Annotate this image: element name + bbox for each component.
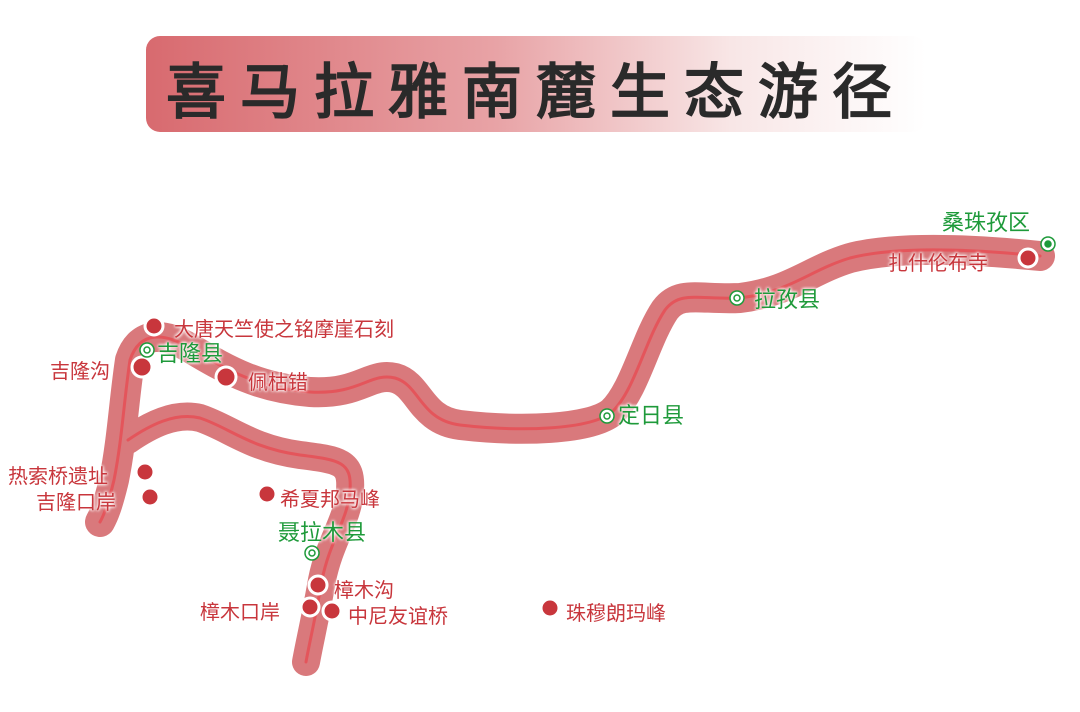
poi-peiku-lake: 佩枯错: [248, 370, 308, 394]
poi-marker: [214, 365, 238, 389]
poi-resuo-bridge: 热索桥遗址: [8, 464, 108, 488]
poi-tashilhunpo: 扎什伦布寺: [888, 251, 988, 275]
county-lazi: 拉孜县: [754, 288, 821, 313]
poi-marker: [321, 600, 343, 622]
map-title: 喜马拉雅南麓生态游径: [166, 58, 906, 128]
poi-friendship-bridge: 中尼友谊桥: [348, 604, 448, 628]
poi-marker: [143, 315, 165, 337]
county-sangzhuzi: 桑珠孜区: [942, 211, 1031, 236]
poi-marker: [134, 461, 156, 483]
poi-marker: [299, 596, 321, 618]
county-nielamu: 聂拉木县: [278, 521, 367, 546]
poi-shishapangma: 希夏邦马峰: [280, 487, 380, 511]
poi-jilong-port: 吉隆口岸: [36, 490, 116, 514]
poi-datang-inscription: 大唐天竺使之铭摩崖石刻: [174, 317, 394, 341]
county-markers: [139, 236, 1056, 561]
poi-marker: [539, 597, 561, 619]
poi-marker: [307, 574, 329, 596]
poi-marker: [139, 486, 161, 508]
title-banner: 喜马拉雅南麓生态游径: [146, 36, 926, 132]
poi-marker: [130, 355, 154, 379]
poi-marker: [1017, 247, 1039, 269]
county-dingri: 定日县: [618, 404, 685, 429]
poi-everest: 珠穆朗玛峰: [566, 601, 666, 625]
county-jilong: 吉隆县: [157, 342, 224, 367]
poi-jilong-valley: 吉隆沟: [50, 359, 110, 383]
poi-zhangmu-port: 樟木口岸: [200, 600, 280, 624]
main-route: [85, 234, 1055, 537]
poi-markers: [130, 247, 1039, 622]
poi-marker: [256, 483, 278, 505]
poi-zhangmu-valley: 樟木沟: [334, 578, 394, 602]
